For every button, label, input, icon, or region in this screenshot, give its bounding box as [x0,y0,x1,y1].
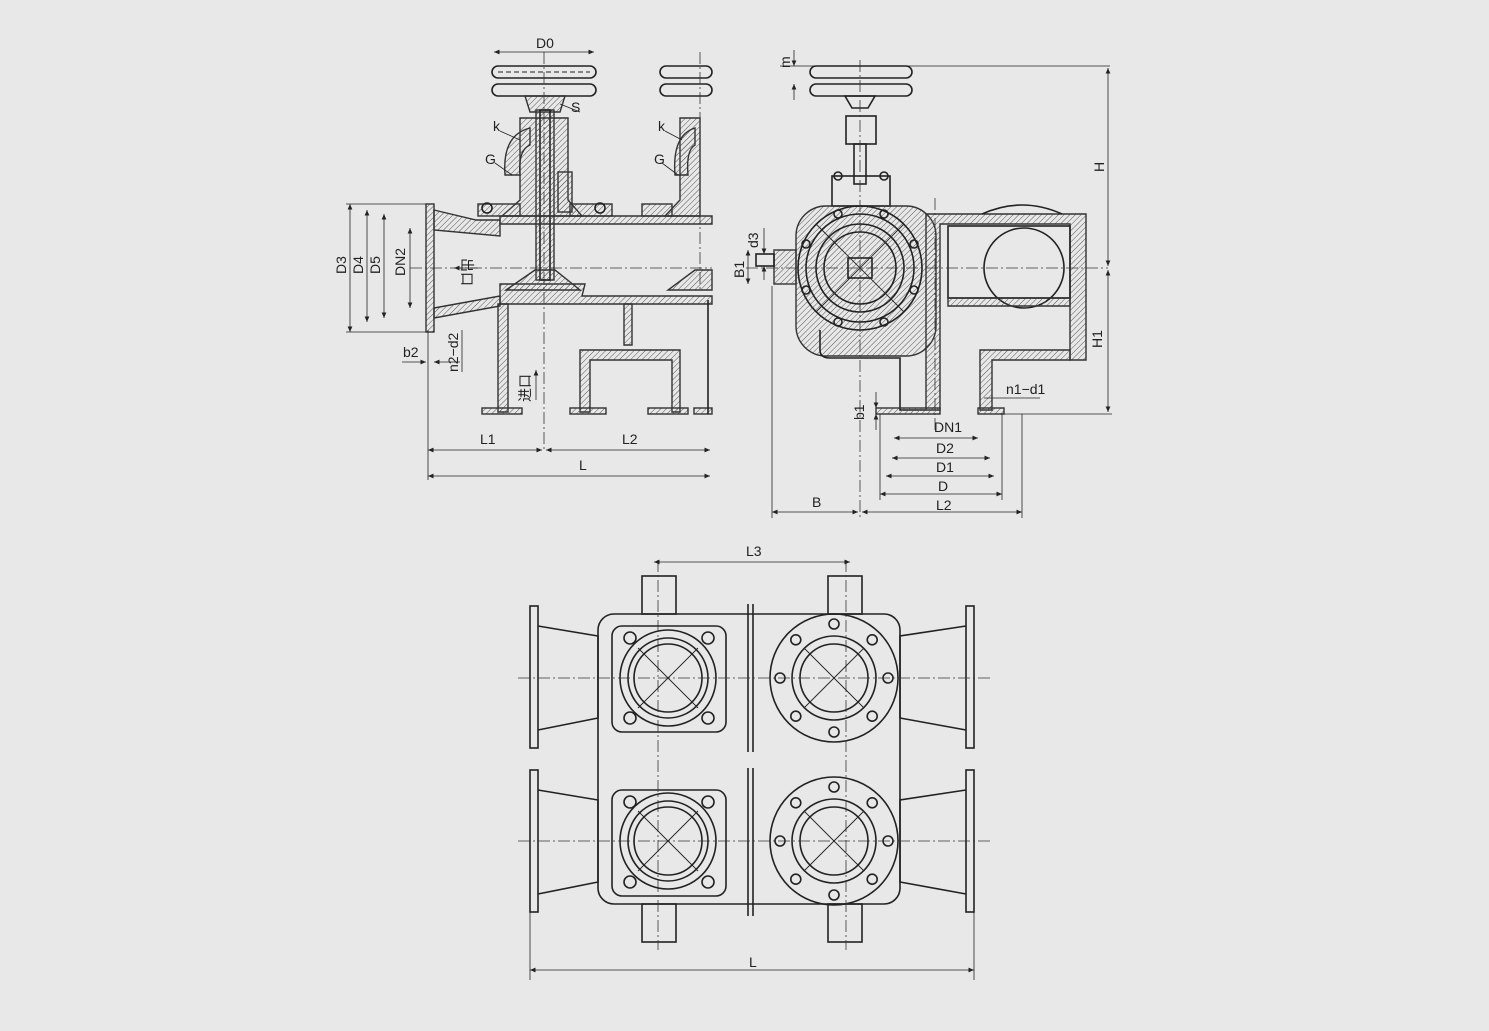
label-n2d2: n2−d2 [445,332,461,372]
round-flange-bolts [774,618,894,901]
label-L-plan: L [749,954,757,970]
label-D0: D0 [536,35,554,51]
label-L2: L2 [622,431,638,447]
side-view [745,50,1112,520]
dimension-labels: D0 S k G k G D3 D4 D5 DN2 出口 进口 b2 n2−d2… [333,35,1107,970]
label-B1: B1 [731,261,747,278]
bolt-hole [828,618,840,630]
label-D1: D1 [936,459,954,475]
label-H: H [1091,162,1107,172]
bolt-hole [789,873,802,886]
label-L2-side: L2 [936,497,952,513]
label-D: D [938,478,948,494]
front-section-view [346,49,713,480]
label-outlet: 出口 [459,258,475,286]
label-H1: H1 [1089,330,1105,348]
label-D3: D3 [333,256,349,274]
label-G: G [485,151,496,167]
label-S: S [571,99,580,115]
label-B: B [812,494,821,510]
label-b2: b2 [403,344,419,360]
side-bolt-holes [801,209,919,327]
label-L: L [579,457,587,473]
label-L1: L1 [480,431,496,447]
bolt-hole [828,889,840,901]
label-b1: b1 [851,404,867,420]
bolt-hole [866,873,879,886]
label-DN2: DN2 [392,248,408,276]
label-m: m [777,56,793,68]
plan-view [518,559,990,980]
bolt-hole [828,781,840,793]
square-flange-bolts [623,631,715,889]
label-D2: D2 [936,440,954,456]
bolt-hole [866,710,879,723]
bolt-hole [789,710,802,723]
label-D4: D4 [350,256,366,274]
bolt-hole [828,726,840,738]
label-k-2: k [658,118,666,134]
label-L3: L3 [746,543,762,559]
bolt-hole [866,796,879,809]
label-G-2: G [654,151,665,167]
bolt-hole [789,633,802,646]
label-DN1: DN1 [934,419,962,435]
label-D5: D5 [367,256,383,274]
bolt-hole [866,633,879,646]
label-k: k [493,118,501,134]
label-inlet: 进口 [517,374,533,402]
label-n1d1: n1−d1 [1006,381,1046,397]
label-d3: d3 [745,232,761,248]
bolt-hole [789,796,802,809]
